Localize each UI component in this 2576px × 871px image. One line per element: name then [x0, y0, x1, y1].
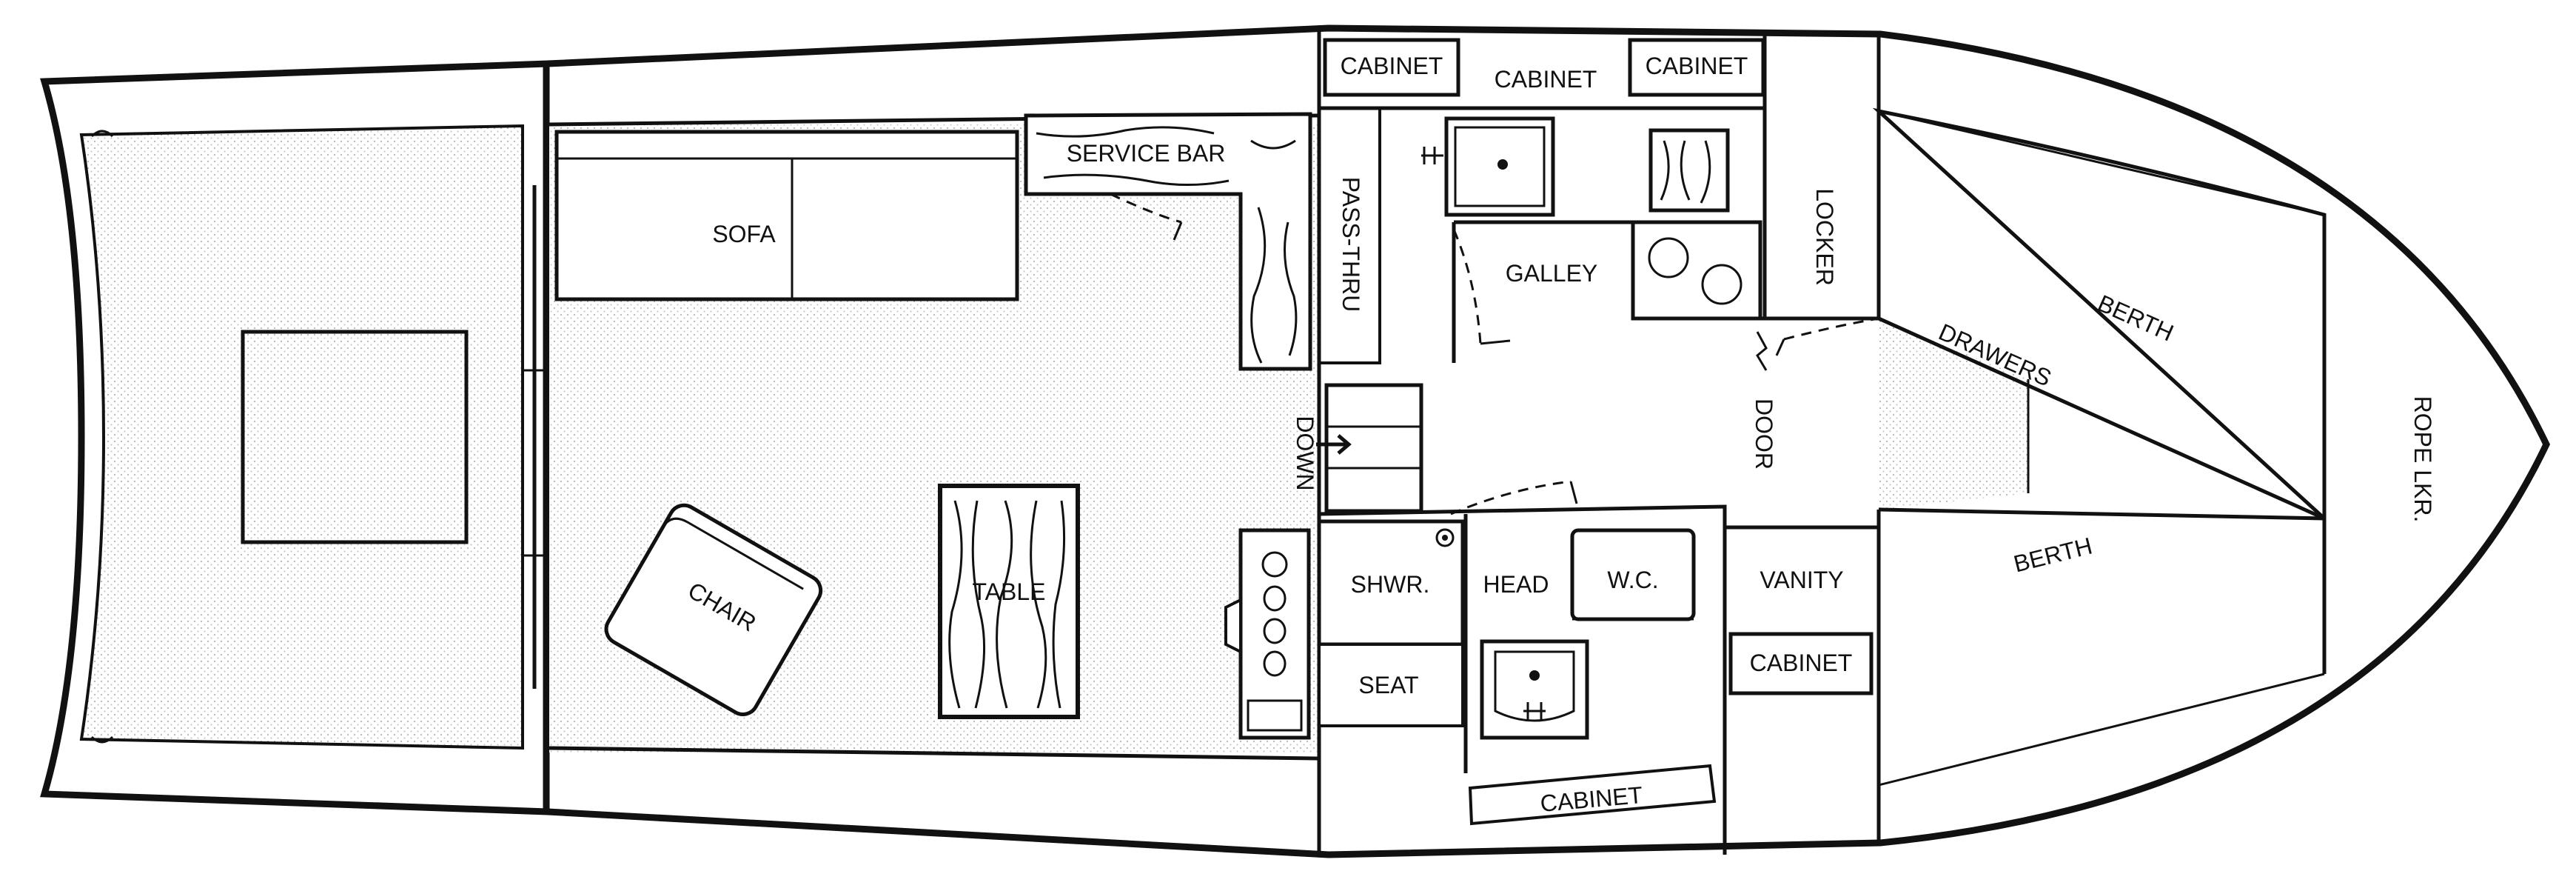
rope-locker-label: ROPE LKR. [2409, 396, 2436, 523]
v-berth-center-well [1879, 318, 2028, 510]
pass-thru-label: PASS-THRU [1338, 177, 1364, 313]
helm-console [1238, 528, 1311, 740]
stove-burner-2 [1701, 264, 1743, 305]
shower-drain [1435, 528, 1455, 547]
helm-switch-panel [1247, 699, 1303, 732]
locker-label: LOCKER [1811, 188, 1838, 286]
galley-board-grain [1660, 140, 1711, 204]
vanity-label: VANITY [1760, 567, 1843, 593]
stairs [1324, 383, 1423, 513]
sofa-label: SOFA [712, 221, 776, 247]
seat [1318, 643, 1464, 727]
helm-wheel [1224, 597, 1242, 655]
cockpit-cleat-bottom [90, 735, 114, 744]
hull-outline [40, 24, 2550, 858]
seat-label: SEAT [1358, 672, 1418, 698]
door-label: DOOR [1751, 398, 1777, 470]
galley-sink-drain [1497, 159, 1508, 170]
galley-fridge-door [1480, 339, 1511, 345]
head-door-leaf [1569, 481, 1578, 504]
service-bar-door [1173, 221, 1183, 241]
stair-arrow-head [1337, 434, 1352, 455]
berth-upper-top [1878, 110, 2325, 216]
chair [604, 503, 823, 716]
cabinet-top-left [1323, 38, 1460, 97]
service-bar-grain [1036, 126, 1298, 364]
cabinet-top-right [1628, 38, 1765, 97]
galley-label: GALLEY [1506, 260, 1598, 287]
pass-thru [1318, 107, 1381, 364]
sofa [554, 130, 1019, 301]
down-label: DOWN [1292, 416, 1318, 490]
stove-burner-1 [1648, 237, 1689, 278]
door-hinge-zigzag [1756, 331, 1768, 371]
door-swing [1783, 317, 1879, 341]
door-leaf [1775, 338, 1785, 356]
head-sink-faucet [1523, 702, 1546, 720]
cabinet-top-right-label: CABINET [1646, 53, 1748, 79]
head-label: HEAD [1483, 571, 1549, 598]
service-bar-label: SERVICE BAR [1067, 140, 1226, 167]
salon-bottom-wall [549, 746, 1320, 761]
cabinet-top-mid-label: CABINET [1495, 66, 1597, 93]
cabinet-vanity-label: CABINET [1750, 650, 1853, 676]
cabinet-bottom [1468, 764, 1717, 826]
service-bar [1024, 112, 1312, 371]
shower-label: SHWR. [1351, 571, 1430, 598]
berth-upper-label: BERTH [2094, 290, 2178, 347]
head-sink-basin [1494, 650, 1575, 722]
shower-drain-inner [1442, 535, 1448, 541]
helm-gauge-3 [1263, 618, 1287, 644]
head-door-swing [1450, 480, 1572, 515]
galley-faucet [1421, 147, 1443, 164]
cockpit-cleat-top [90, 130, 114, 138]
wc-label: W.C. [1607, 567, 1658, 593]
helm-gauge-1 [1261, 551, 1288, 578]
berth-lower-edge [1878, 507, 2325, 521]
service-bar-door-swing [1110, 193, 1182, 224]
berth-lower-bottom [1878, 673, 2325, 787]
helm-gauge-2 [1263, 585, 1287, 612]
cabinet-vanity [1728, 632, 1874, 695]
table-grain [948, 500, 1066, 709]
shower [1317, 519, 1465, 647]
berth-lower-label: BERTH [2011, 533, 2095, 578]
cockpit-hatch [241, 330, 469, 544]
galley-fridge-door-swing [1452, 229, 1482, 344]
galley-stove [1631, 220, 1762, 321]
table-label: TABLE [973, 578, 1046, 605]
head-sink-drain [1529, 670, 1540, 681]
galley-sink-basin [1454, 126, 1546, 207]
berth-upper-edge [1877, 316, 2326, 521]
head-sink [1480, 639, 1589, 740]
helm-gauge-4 [1263, 650, 1287, 677]
cabinet-top-left-label: CABINET [1341, 53, 1443, 79]
